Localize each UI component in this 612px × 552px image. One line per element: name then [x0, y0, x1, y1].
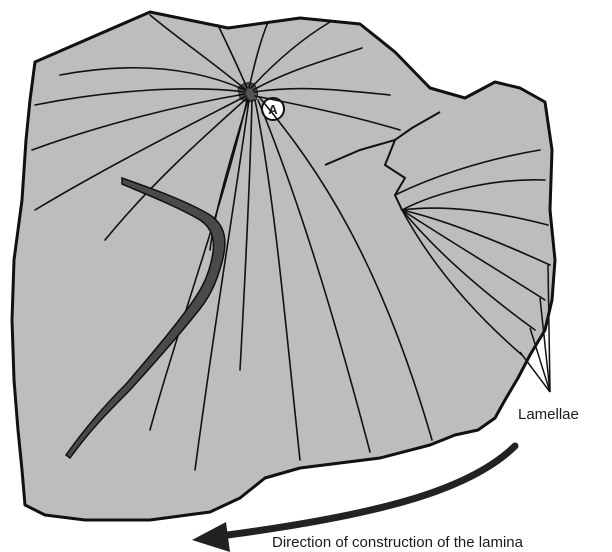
direction-label: Direction of construction of the lamina — [272, 534, 524, 551]
lamellae-label: Lamellae — [518, 406, 579, 423]
fragment-outline — [12, 12, 555, 520]
direction-arrowhead — [192, 522, 230, 552]
